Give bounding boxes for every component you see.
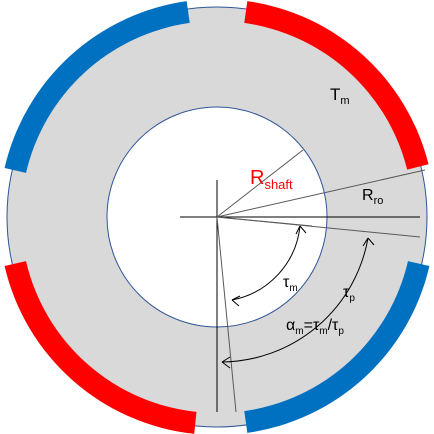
label-tau-p: τp <box>343 284 355 304</box>
tau-p-arrow-end <box>221 356 231 369</box>
magnet-bottom-left-red <box>4 261 197 434</box>
label-r-ro: Rro <box>362 187 383 207</box>
shaft-radius-line <box>216 149 304 218</box>
tau-m-edge-line <box>216 216 237 413</box>
tau-m-arrow-end <box>231 295 241 307</box>
magnet-top-left-blue <box>4 1 190 173</box>
tau-p-arrow-start <box>362 237 375 247</box>
label-t-m: Tm <box>330 85 350 107</box>
label-r-shaft: Rshaft <box>250 167 293 192</box>
outer-radius-line <box>216 169 426 218</box>
magnet-top-right-red <box>244 1 429 170</box>
label-tau-m: τm <box>283 274 298 294</box>
magnet-inner-edge-line <box>216 216 313 227</box>
label-alpha-m-equation: αm=τm/τp <box>286 317 344 337</box>
tau-m-arc <box>231 225 301 301</box>
tau-m-arrow-start <box>295 225 307 235</box>
tau-p-arc <box>221 237 369 363</box>
magnet-bottom-right-blue <box>244 261 430 433</box>
